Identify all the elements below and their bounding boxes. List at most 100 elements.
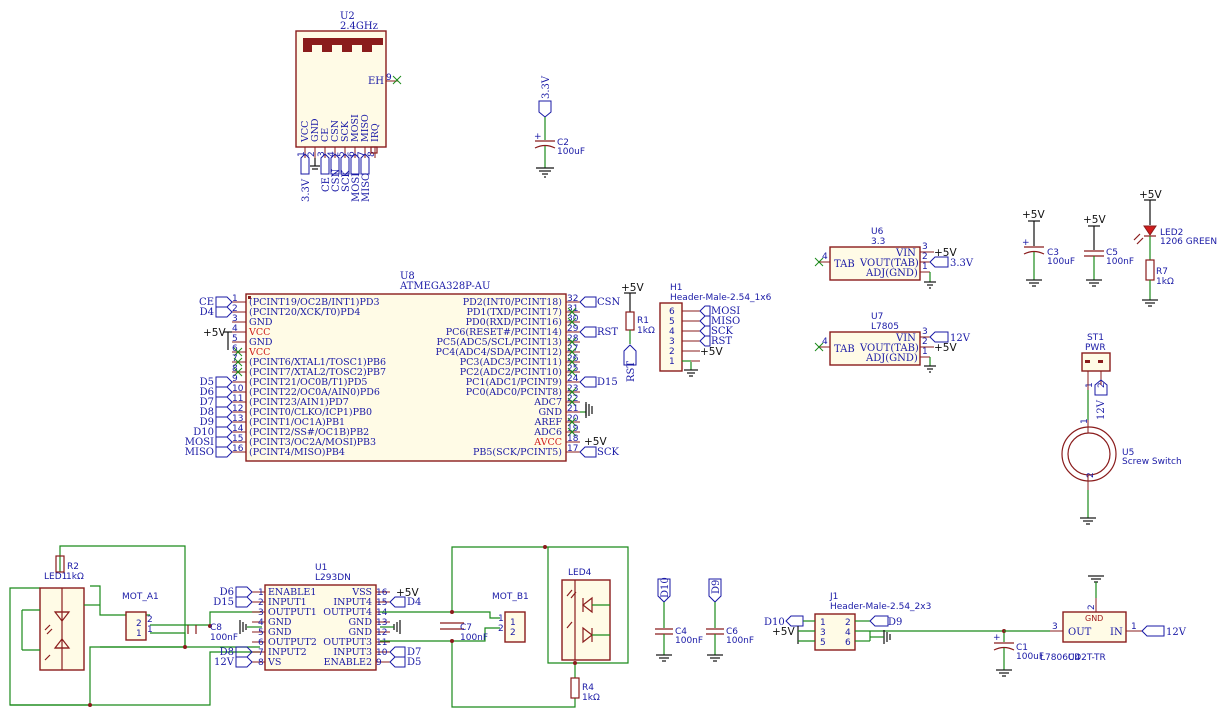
svg-text:+: + <box>534 132 542 142</box>
c6-capacitor[interactable]: D9 C6 100nF <box>706 578 754 662</box>
u8-ref: U8 <box>400 271 415 282</box>
r1-resistor[interactable]: +5V R1 1kΩ RST <box>621 282 655 382</box>
u8-pin-num: 18 <box>567 434 579 444</box>
u2-pin-num: 7 <box>357 151 367 157</box>
ground-icon <box>393 620 401 634</box>
u5-ref: U5 <box>1122 448 1134 458</box>
u8-microcontroller[interactable]: U8 ATMEGA328P-AU 1(PCINT19/OC2B/INT1)PD3… <box>185 271 621 462</box>
u4-gnd: GND <box>1085 614 1103 623</box>
u8-pin-32: PD2(INT0/PCINT18) <box>463 297 562 308</box>
u8-pin-num: 22 <box>567 394 578 404</box>
u1-pin-num: 11 <box>376 638 387 648</box>
u8-pin-18: AVCC <box>533 437 562 448</box>
u1-pin-7: INPUT2 <box>268 647 307 658</box>
u1-net-d15: D15 <box>213 597 234 608</box>
c3-value: 100uF <box>1047 257 1075 267</box>
c3-capacitor[interactable]: +5V + C3 100uF <box>1022 209 1075 287</box>
u4-value: L7806CD2T-TR <box>1040 653 1106 663</box>
u7-vout-net: +5V <box>934 342 957 354</box>
no-connect-icon <box>567 347 577 357</box>
ground-icon <box>1086 279 1102 287</box>
u2-eh-num: 9 <box>386 73 392 83</box>
motor-b-section[interactable]: C7 100nF MOT_B1 1 2 1 2 LED4 R4 1kΩ <box>380 545 629 708</box>
svg-text:4: 4 <box>845 628 851 638</box>
u5-screw-switch[interactable]: 1 2 U5 Screw Switch <box>1061 418 1182 525</box>
u8-pin-8: (PCINT7/XTAL2/TOSC2)PB7 <box>249 367 386 378</box>
u4-body <box>1062 611 1127 643</box>
u1-pin-12: GND <box>348 627 372 638</box>
svg-text:1: 1 <box>922 347 928 357</box>
no-connect-icon <box>567 387 577 397</box>
r2-value: 1kΩ <box>66 572 84 582</box>
ground-icon <box>684 369 698 377</box>
no-connect-icon <box>233 367 243 377</box>
svg-text:2: 2 <box>845 618 851 628</box>
j1-header[interactable]: J1 Header-Male-2.54_2x3 1 2 3 4 5 6 D10 … <box>764 592 1004 651</box>
svg-text:2: 2 <box>147 615 153 625</box>
c5-capacitor[interactable]: +5V C5 100nF <box>1083 214 1134 287</box>
u1-pin-5: GND <box>268 627 292 638</box>
no-connect-icon <box>233 347 243 357</box>
c3-power: +5V <box>1022 209 1045 221</box>
u8-pin-16: (PCINT4/MISO)PB4 <box>249 447 345 458</box>
j1-net-5v: +5V <box>772 626 795 638</box>
ground-icon <box>924 281 936 289</box>
c1-capacitor[interactable]: + C1 100uF <box>993 629 1044 677</box>
u6-vout-net: 3.3V <box>950 258 974 269</box>
light-emit-icon <box>566 589 577 629</box>
u8-net-d6: D6 <box>200 387 214 398</box>
u8-pin-num: 1 <box>232 294 238 304</box>
h1-pin-4: 4 <box>669 327 675 337</box>
h1-net-5v: +5V <box>700 346 723 358</box>
c2-ref: C2 <box>557 138 569 148</box>
u8-net-d7: D7 <box>200 397 214 408</box>
u4-regulator[interactable]: 2 GND OUT IN 3 1 12V U4 L7806CD2T-TR <box>1004 575 1187 663</box>
light-emit-icon <box>44 624 53 661</box>
u2-net-mosi: MOSI <box>351 173 362 202</box>
u8-net-d4: D4 <box>200 307 214 318</box>
motor-a-section[interactable]: R2 1kΩ LED1 MOT_A1 2 1 2 1 C8 100nF <box>9 545 260 707</box>
u1-pin-num: 3 <box>258 608 264 618</box>
c7-ref: C7 <box>460 623 472 633</box>
u1-pin-16: VSS <box>351 587 372 598</box>
u8-pin-13: (PCINT1/OC1A)PB1 <box>249 417 345 428</box>
u2-net-csn: CSN <box>331 168 342 192</box>
u8-pin-num: 3 <box>232 314 238 324</box>
u1-pin-num: 12 <box>376 628 387 638</box>
u8-5v-power: +5V <box>203 327 226 339</box>
u7-body <box>829 331 921 366</box>
u2-pin-num: 4 <box>327 151 337 157</box>
r4-ref: R4 <box>582 683 594 693</box>
u6-regulator[interactable]: U6 3.3 TAB VIN VOUT(TAB) ADJ(GND) 4 3 2 … <box>814 227 974 289</box>
svg-text:2: 2 <box>1086 472 1096 478</box>
h1-ref: H1 <box>670 283 683 293</box>
c2-capacitor[interactable]: 3.3V + C2 100uF <box>534 75 585 178</box>
u8-pin-num: 26 <box>567 354 579 364</box>
svg-text:1: 1 <box>1080 418 1090 424</box>
u8-pin-num: 9 <box>232 374 238 384</box>
r7-resistor[interactable]: R7 1kΩ <box>1142 259 1174 307</box>
c4-capacitor[interactable]: D10 C4 100nF <box>655 577 703 662</box>
u1-net-d4: D4 <box>407 597 421 608</box>
u2-pin-num: 6 <box>347 151 357 157</box>
c4-ref: C4 <box>675 627 687 637</box>
motb-body <box>504 611 526 643</box>
u7-regulator[interactable]: U7 L7805 TAB VIN VOUT(TAB) ADJ(GND) 4 3 … <box>814 312 971 373</box>
no-connect-icon <box>567 367 577 377</box>
u1-pin-num: 10 <box>376 648 388 658</box>
u1-pin-num: 1 <box>258 588 264 598</box>
st1-power-connector[interactable]: ST1 PWR 1 2 12V <box>1081 333 1111 420</box>
r7-value: 1kΩ <box>1156 277 1174 287</box>
u2-pin-num: 8 <box>367 151 377 157</box>
led2-indicator[interactable]: +5V LED2 1206 GREEN <box>1133 189 1217 260</box>
u1-ref: U1 <box>315 563 327 573</box>
u2-rf-module[interactable]: U2 2.4GHz EH 9 VCC1GND2CE3CSN4SCK5MOSI6M… <box>295 11 402 202</box>
u1-pin-num: 15 <box>376 598 387 608</box>
u1-net-d8: D8 <box>220 647 234 658</box>
h1-pin-5: 5 <box>669 317 675 327</box>
ground-icon <box>536 167 554 178</box>
u1-pin-8: VS <box>267 657 281 668</box>
